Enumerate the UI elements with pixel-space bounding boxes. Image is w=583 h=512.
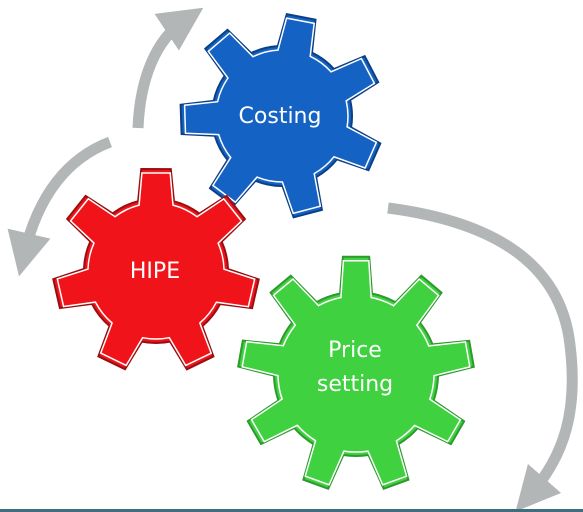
price-setting-label: Price setting [316,338,394,397]
gear-body [237,255,475,490]
bottom-rule [0,509,583,512]
costing-label: Costing [238,104,322,129]
arrow-price-to-bottom [387,202,578,512]
gear-price-setting [237,255,475,490]
gear-inner-outline [241,259,471,486]
gear-body [52,167,260,371]
gear-inner-outline [56,172,256,367]
gear-hipe [52,167,260,371]
gear-body [179,12,382,219]
arrow-hipe-to-costing [132,7,204,129]
gear-inner-outline [183,17,378,215]
arrow-costing-to-hipe [7,136,113,277]
hipe-label: HIPE [129,259,181,284]
gear-costing [179,12,382,219]
